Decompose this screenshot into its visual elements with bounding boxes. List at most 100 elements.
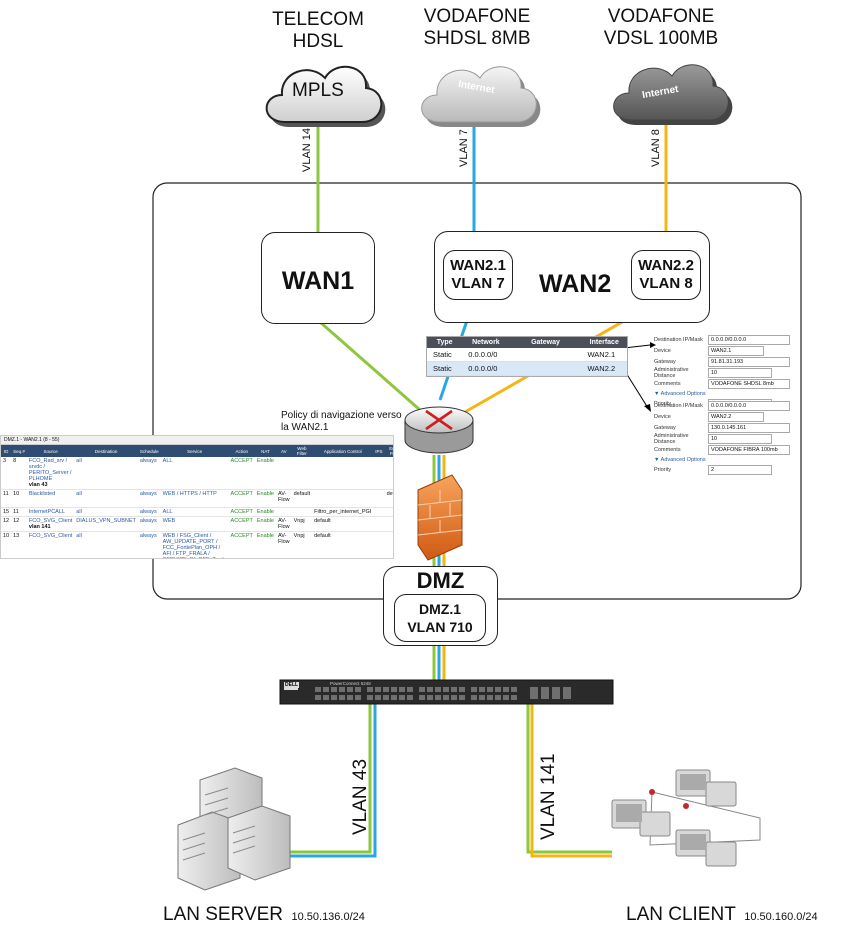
policy-service: WEB / FSG_Client / AW_UPDATE_PORT / FCC_… bbox=[160, 531, 229, 558]
route-network: 0.0.0.0/0 bbox=[462, 361, 510, 376]
dest-field[interactable]: 0.0.0.0/0.0.0.0 bbox=[708, 334, 790, 345]
route-form-1: Destination IP/Mask 0.0.0.0/0.0.0.0 Devic… bbox=[654, 334, 790, 409]
gateway-field[interactable]: 130.0.145.161 bbox=[708, 422, 790, 433]
arrow-head-form1 bbox=[650, 342, 656, 348]
gateway-label: Gateway bbox=[654, 424, 676, 431]
dest-label: Destination IP/Mask bbox=[654, 402, 703, 409]
policy-id: 10 bbox=[1, 531, 12, 558]
vlan7-label: VLAN 7 bbox=[458, 129, 470, 167]
comments-field[interactable]: VODAFONE FIBRA 100mb bbox=[708, 444, 790, 455]
col-email-filter[interactable]: Email Filter bbox=[384, 445, 393, 457]
lan-server-link-blue bbox=[283, 703, 377, 858]
device-label: Device bbox=[654, 347, 671, 354]
col-type[interactable]: Type bbox=[427, 337, 463, 348]
policy-ips bbox=[373, 489, 385, 508]
policy-seq: 8 bbox=[11, 457, 27, 490]
advanced-options-toggle[interactable]: ▼ Advanced Options bbox=[654, 457, 706, 463]
policy-id: 3 bbox=[1, 457, 12, 490]
policy-schedule: always bbox=[137, 507, 161, 517]
policy-destination: all bbox=[74, 507, 138, 517]
advanced-options-label: Advanced Options bbox=[660, 391, 706, 397]
table-row[interactable]: 3 8 FCO_Rad_srv / srvdc / PERITO_Server … bbox=[1, 457, 393, 490]
firewall-policy-table: DMZ.1 - WAN2.1 (8 - 55) ID Seq.# Source … bbox=[0, 435, 394, 559]
distance-label: Administrative Distance bbox=[654, 366, 689, 379]
table-row[interactable]: 11 10 Blacklisted all always WEB / HTTPS… bbox=[1, 489, 393, 508]
wan2-label: WAN2 bbox=[539, 270, 612, 298]
policy-web: Vnpj bbox=[291, 531, 313, 558]
table-row[interactable]: Static 0.0.0.0/0 WAN2.1 bbox=[427, 348, 627, 362]
vlan14-label: VLAN 14 bbox=[301, 127, 313, 172]
policy-av: AV-Flow bbox=[276, 516, 292, 532]
col-gateway[interactable]: Gateway bbox=[509, 337, 582, 348]
col-schedule[interactable]: Schedule bbox=[137, 445, 161, 457]
gateway-field[interactable]: 91.81.31.193 bbox=[708, 356, 790, 367]
col-ips[interactable]: IPS bbox=[373, 445, 385, 457]
policy-nat: Enable bbox=[254, 531, 276, 558]
route-form-2: Destination IP/Mask 0.0.0.0/0.0.0.0 Devic… bbox=[654, 400, 790, 475]
policy-destination: DIALUS_VPN_SUBNET bbox=[74, 516, 138, 532]
col-nat[interactable]: NAT bbox=[254, 445, 276, 457]
device-label: Device bbox=[654, 413, 671, 420]
policy-av: AV-Flow bbox=[276, 489, 292, 508]
col-av[interactable]: AV bbox=[276, 445, 292, 457]
comments-label: Comments bbox=[654, 446, 681, 453]
device-select[interactable]: WAN2.2 bbox=[708, 411, 764, 422]
priority-stepper[interactable]: 2 bbox=[708, 464, 772, 475]
policy-web bbox=[291, 507, 313, 517]
distance-stepper[interactable]: 10 bbox=[708, 433, 772, 444]
table-row[interactable]: 15 11 InternetPCALL all always ALL ACCEP… bbox=[1, 507, 393, 517]
policy-seq: 10 bbox=[11, 489, 27, 508]
col-interface[interactable]: Interface bbox=[581, 337, 627, 348]
provider-line: SHDSL 8MB bbox=[423, 28, 531, 49]
distance-stepper[interactable]: 10 bbox=[708, 367, 772, 378]
col-destination[interactable]: Destination bbox=[74, 445, 138, 457]
advanced-options-toggle[interactable]: ▼ Advanced Options bbox=[654, 391, 706, 397]
col-id[interactable]: ID bbox=[1, 445, 12, 457]
advanced-options-label: Advanced Options bbox=[660, 457, 706, 463]
network-switch-icon bbox=[279, 679, 614, 705]
device-select[interactable]: WAN2.1 bbox=[708, 345, 764, 356]
policy-nat: Enable bbox=[254, 507, 276, 517]
wan21-box: WAN2.1 VLAN 7 bbox=[443, 250, 513, 300]
col-source[interactable]: Source bbox=[26, 445, 75, 457]
table-row[interactable]: 10 13 FCO_SVG_Client all always WEB / FS… bbox=[1, 531, 393, 558]
policy-source-text: FCO_Rad_srv / srvdc / PERITO_Server / PL… bbox=[28, 458, 72, 482]
col-app-control[interactable]: Application Control bbox=[312, 445, 374, 457]
wan22-vlan: VLAN 8 bbox=[639, 275, 693, 292]
distance-label: Administrative Distance bbox=[654, 432, 689, 445]
col-seq[interactable]: Seq.# bbox=[11, 445, 27, 457]
wan21-vlan: VLAN 7 bbox=[451, 275, 505, 292]
route-type: Static bbox=[427, 361, 463, 376]
policy-email bbox=[384, 507, 393, 517]
policy-email: default bbox=[384, 489, 393, 508]
lan-client-subnet: 10.50.160.0/24 bbox=[744, 911, 818, 923]
col-service[interactable]: Service bbox=[160, 445, 229, 457]
wan1-box: WAN1 bbox=[261, 232, 375, 324]
policy-table-title: DMZ.1 - WAN2.1 (8 - 55) bbox=[1, 436, 393, 445]
internet-cloud-dark-icon bbox=[613, 64, 733, 125]
col-action[interactable]: Action bbox=[228, 445, 255, 457]
table-row[interactable]: Static 0.0.0.0/0 WAN2.2 bbox=[427, 361, 627, 376]
policy-web: Vnpj bbox=[291, 516, 313, 532]
vodafone-shdsl-provider-label: VODAFONE SHDSL 8MB bbox=[377, 6, 577, 50]
policy-nat: Enable bbox=[254, 457, 276, 490]
col-network[interactable]: Network bbox=[462, 337, 510, 348]
comments-field[interactable]: VODAFONE SHDSL 8mb bbox=[708, 378, 790, 389]
policy-source: FCO_Rad_srv / srvdc / PERITO_Server / PL… bbox=[26, 457, 75, 490]
wan22-name: WAN2.2 bbox=[638, 257, 694, 274]
col-web-filter[interactable]: Web Filter bbox=[291, 445, 313, 457]
route-gateway bbox=[509, 348, 582, 362]
provider-name: TELECOM bbox=[272, 9, 364, 30]
wan1-router-link bbox=[319, 320, 421, 412]
provider-line: VDSL 100MB bbox=[603, 28, 719, 49]
policy-nat: Enable bbox=[254, 516, 276, 532]
provider-name: VODAFONE bbox=[607, 6, 715, 27]
policy-email bbox=[384, 516, 393, 532]
policy-action: ACCEPT bbox=[228, 457, 255, 490]
dest-field[interactable]: 0.0.0.0/0.0.0.0 bbox=[708, 400, 790, 411]
server-rack-icon bbox=[177, 767, 291, 891]
policy-destination: all bbox=[74, 457, 138, 490]
wan22-box: WAN2.2 VLAN 8 bbox=[631, 250, 701, 300]
